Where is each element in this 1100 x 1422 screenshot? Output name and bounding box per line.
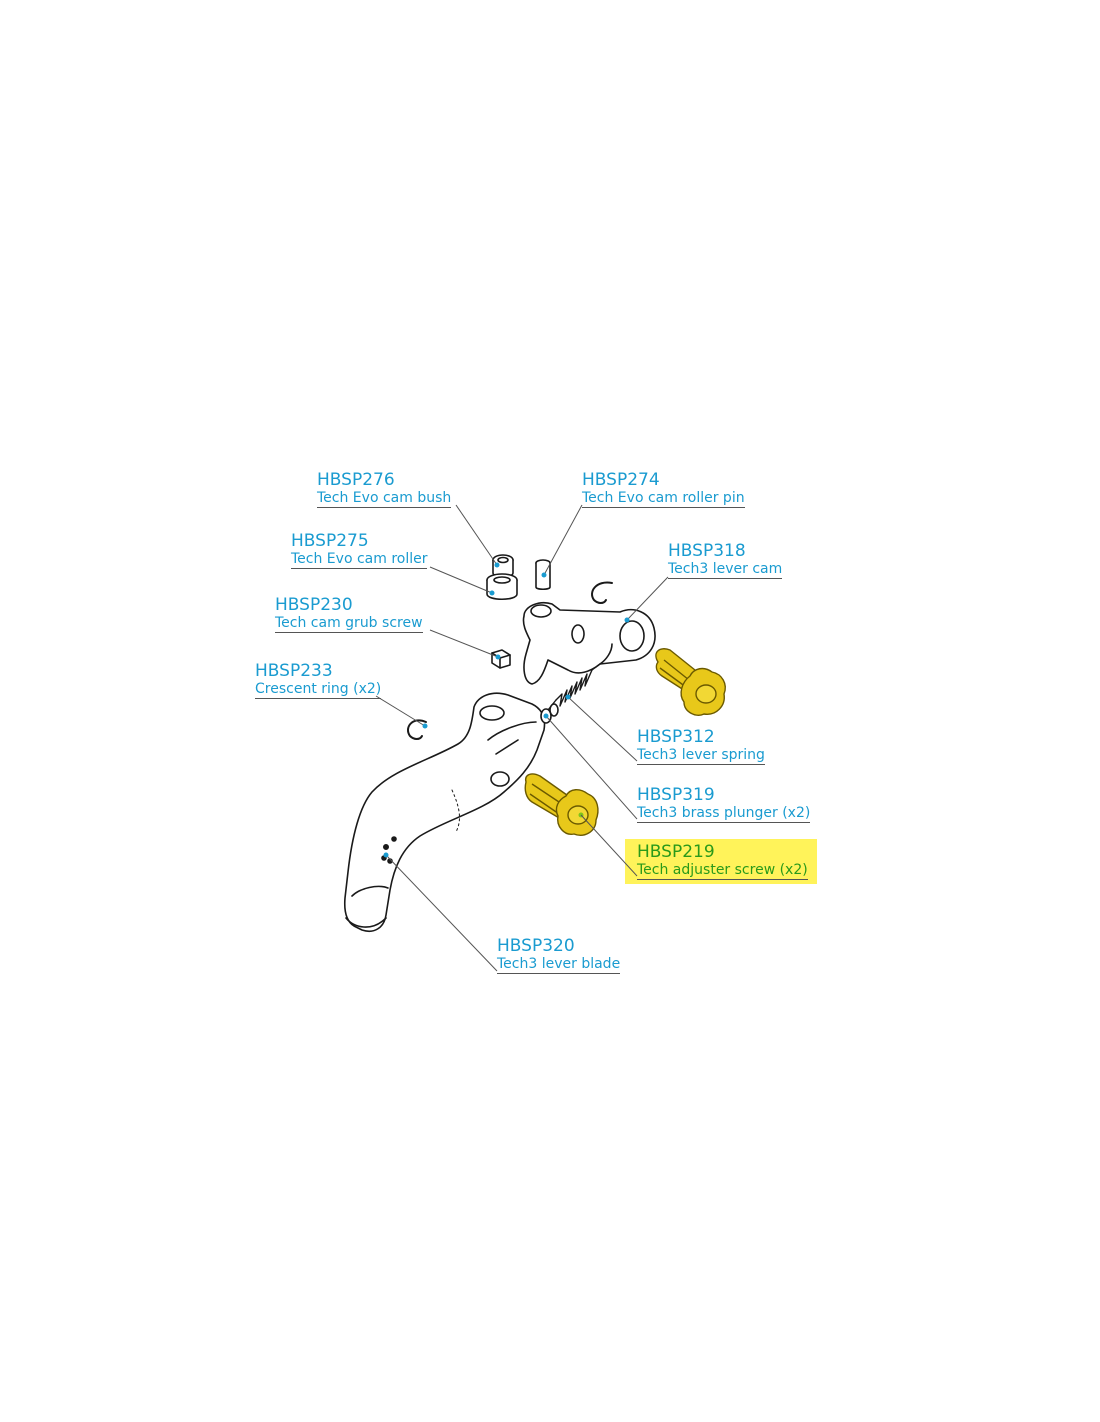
- part-desc: Tech cam grub screw: [275, 615, 423, 633]
- leader-dot-hbsp233: [422, 723, 428, 729]
- callout-hbsp276: HBSP276 Tech Evo cam bush: [317, 470, 452, 508]
- part-desc: Tech adjuster screw (x2): [637, 862, 808, 880]
- callout-hbsp319: HBSP319 Tech3 brass plunger (x2): [637, 785, 811, 823]
- leader-line-hbsp230: [429, 629, 499, 658]
- part-code: HBSP275: [291, 531, 369, 551]
- crescent-ring-lower: [407, 719, 427, 740]
- callout-hbsp233: HBSP233 Crescent ring (x2): [255, 661, 382, 699]
- leader-line-hbsp312: [567, 696, 638, 762]
- part-code: HBSP230: [275, 595, 353, 615]
- crescent-ring-upper: [591, 581, 613, 604]
- leader-dot-hbsp318: [624, 617, 630, 623]
- grub-screw-part: [491, 649, 511, 669]
- leader-line-hbsp276: [455, 504, 498, 566]
- leader-dot-hbsp274: [541, 572, 547, 578]
- part-code: HBSP276: [317, 470, 395, 490]
- part-code: HBSP219: [637, 842, 715, 862]
- part-desc: Tech3 lever cam: [668, 561, 783, 579]
- lever-cam-part: [522, 601, 656, 685]
- part-desc: Tech Evo cam roller: [291, 551, 428, 569]
- cam-roller-part: [486, 573, 518, 601]
- callout-hbsp312: HBSP312 Tech3 lever spring: [637, 729, 765, 765]
- highlight-box-hbsp219: [625, 839, 817, 884]
- leader-line-hbsp233: [375, 695, 426, 727]
- part-code: HBSP319: [637, 785, 715, 805]
- lever-blade-part: [343, 692, 546, 932]
- leader-dot-hbsp230: [495, 654, 501, 660]
- part-desc: Tech3 lever blade: [497, 956, 621, 974]
- part-desc: Tech3 brass plunger (x2): [637, 805, 811, 823]
- callout-hbsp275: HBSP275 Tech Evo cam roller: [291, 531, 428, 569]
- leader-dot-hbsp319: [543, 713, 549, 719]
- leader-line-hbsp318: [626, 576, 669, 621]
- part-desc: Tech Evo cam bush: [317, 490, 452, 508]
- part-code: HBSP274: [582, 470, 660, 490]
- leader-line-hbsp320: [385, 854, 498, 972]
- adjuster-screw-upper: [655, 648, 726, 716]
- callout-hbsp274: HBSP274 Tech Evo cam roller pin: [582, 472, 745, 508]
- part-code: HBSP318: [668, 541, 746, 561]
- part-code: HBSP312: [637, 727, 715, 747]
- leader-dot-hbsp276: [494, 562, 500, 568]
- part-code: HBSP320: [497, 936, 575, 956]
- leader-dot-hbsp312: [565, 694, 571, 700]
- adjuster-screw-lower: [524, 773, 599, 836]
- callout-hbsp230: HBSP230 Tech cam grub screw: [275, 597, 423, 633]
- callout-hbsp219: HBSP219 Tech adjuster screw (x2): [637, 844, 808, 880]
- part-code: HBSP233: [255, 661, 333, 681]
- part-desc: Tech Evo cam roller pin: [582, 490, 745, 508]
- leader-dot-hbsp320: [383, 852, 389, 858]
- callout-hbsp320: HBSP320 Tech3 lever blade: [497, 936, 621, 974]
- part-desc: Tech3 lever spring: [637, 747, 765, 765]
- leader-line-hbsp219: [580, 814, 638, 877]
- leader-line-hbsp319: [545, 715, 638, 820]
- leader-line-hbsp274: [543, 504, 583, 576]
- leader-dot-hbsp275: [489, 590, 495, 596]
- callout-hbsp318: HBSP318 Tech3 lever cam: [668, 541, 783, 579]
- part-desc: Crescent ring (x2): [255, 681, 382, 699]
- leader-line-hbsp275: [429, 566, 493, 594]
